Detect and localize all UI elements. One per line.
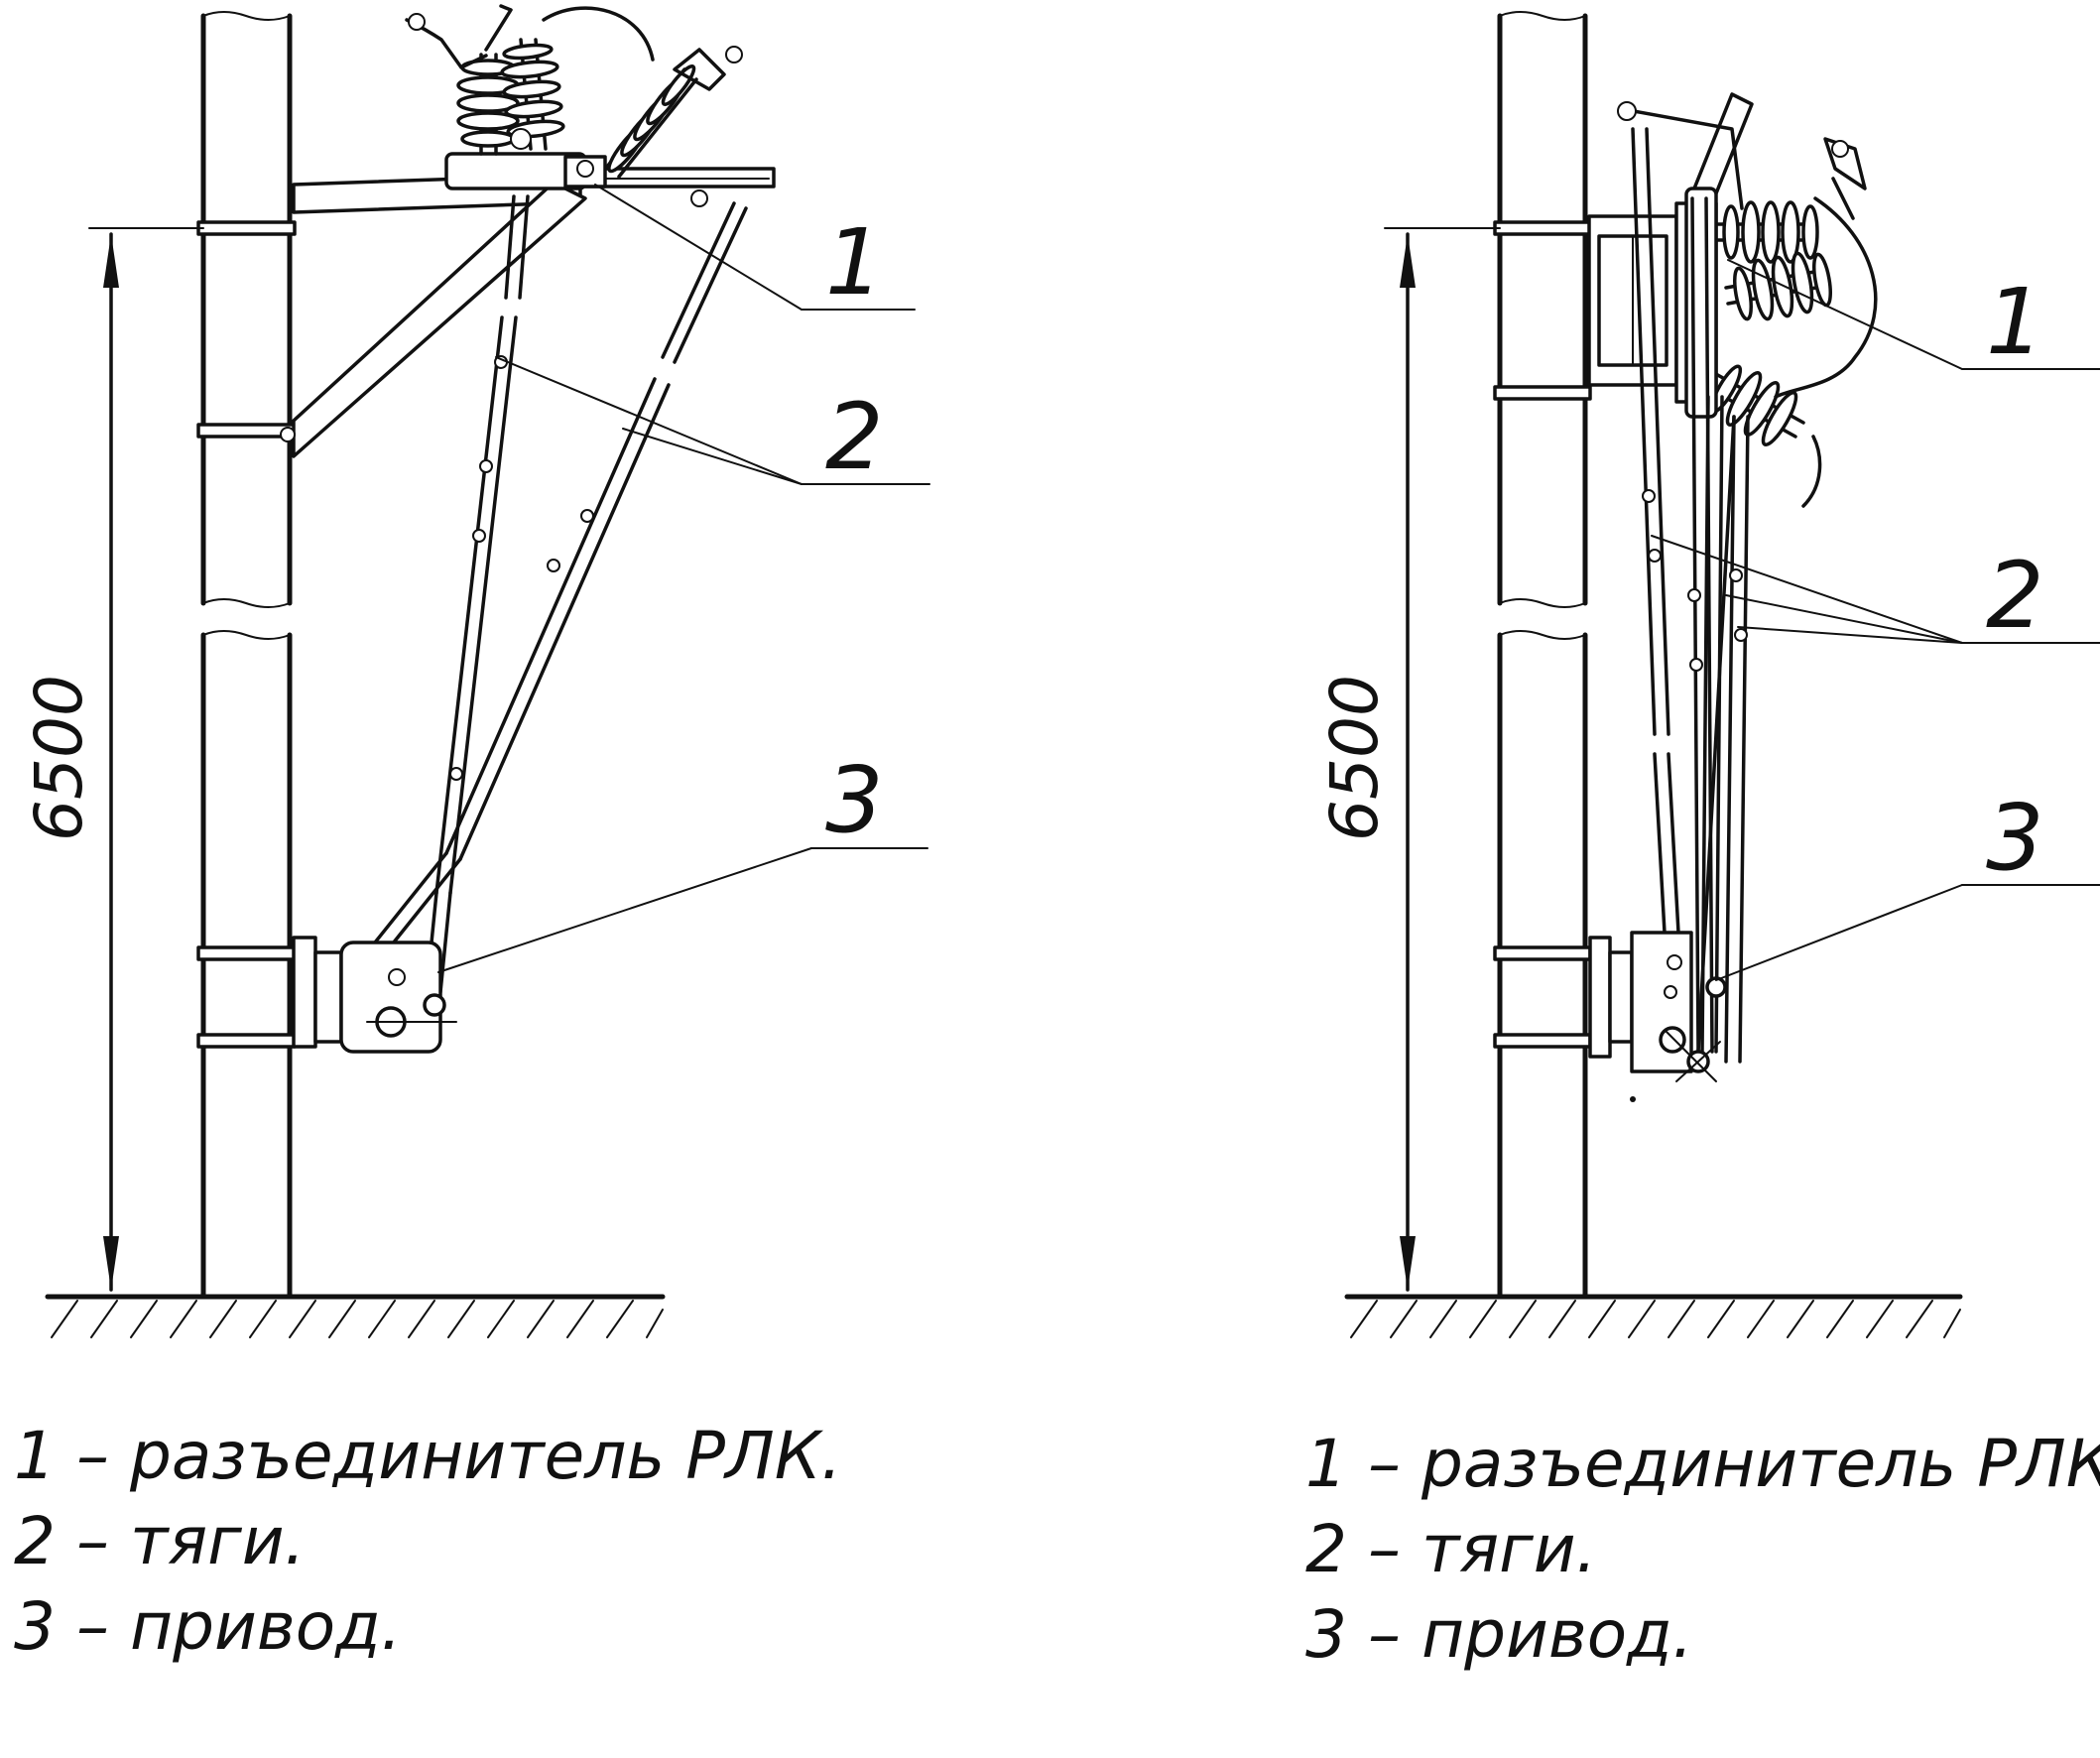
right-callout-leaders	[1651, 259, 2100, 981]
right-pole	[1493, 11, 1592, 1300]
left-legend-line-2: 2 – тяги.	[14, 1503, 306, 1579]
left-dimension-line	[88, 227, 204, 1292]
left-rods	[373, 194, 748, 994]
left-disconnector	[405, 4, 743, 207]
right-legend-line-1: 1 – разъединитель РЛКВ.	[1305, 1426, 2100, 1502]
left-crossarm	[280, 167, 776, 458]
left-panel: 6500	[14, 4, 930, 1665]
left-callout-3: 3	[825, 747, 884, 853]
right-callout-3: 3	[1986, 785, 2044, 891]
left-callout-2: 2	[825, 384, 884, 490]
right-ground	[1344, 1294, 1963, 1338]
right-panel: 6500	[1305, 11, 2100, 1673]
left-pole	[196, 11, 297, 1300]
right-callout-1: 1	[1986, 269, 2044, 375]
right-callout-2: 2	[1986, 543, 2044, 649]
right-legend-line-2: 2 – тяги.	[1305, 1511, 1597, 1587]
right-legend-line-3: 3 – привод.	[1305, 1596, 1693, 1673]
right-dimension-line	[1384, 227, 1501, 1292]
left-legend-line-3: 3 – привод.	[14, 1588, 402, 1665]
left-drive	[292, 936, 457, 1054]
left-legend-line-1: 1 – разъединитель РЛК.	[14, 1418, 842, 1494]
left-dimension-value: 6500	[21, 675, 97, 841]
left-ground	[45, 1294, 666, 1338]
right-drive	[1588, 931, 1727, 1102]
left-callout-leaders	[437, 184, 930, 973]
right-dimension-value: 6500	[1316, 675, 1393, 841]
left-callout-1: 1	[825, 209, 884, 315]
right-rods	[1631, 127, 1750, 1064]
